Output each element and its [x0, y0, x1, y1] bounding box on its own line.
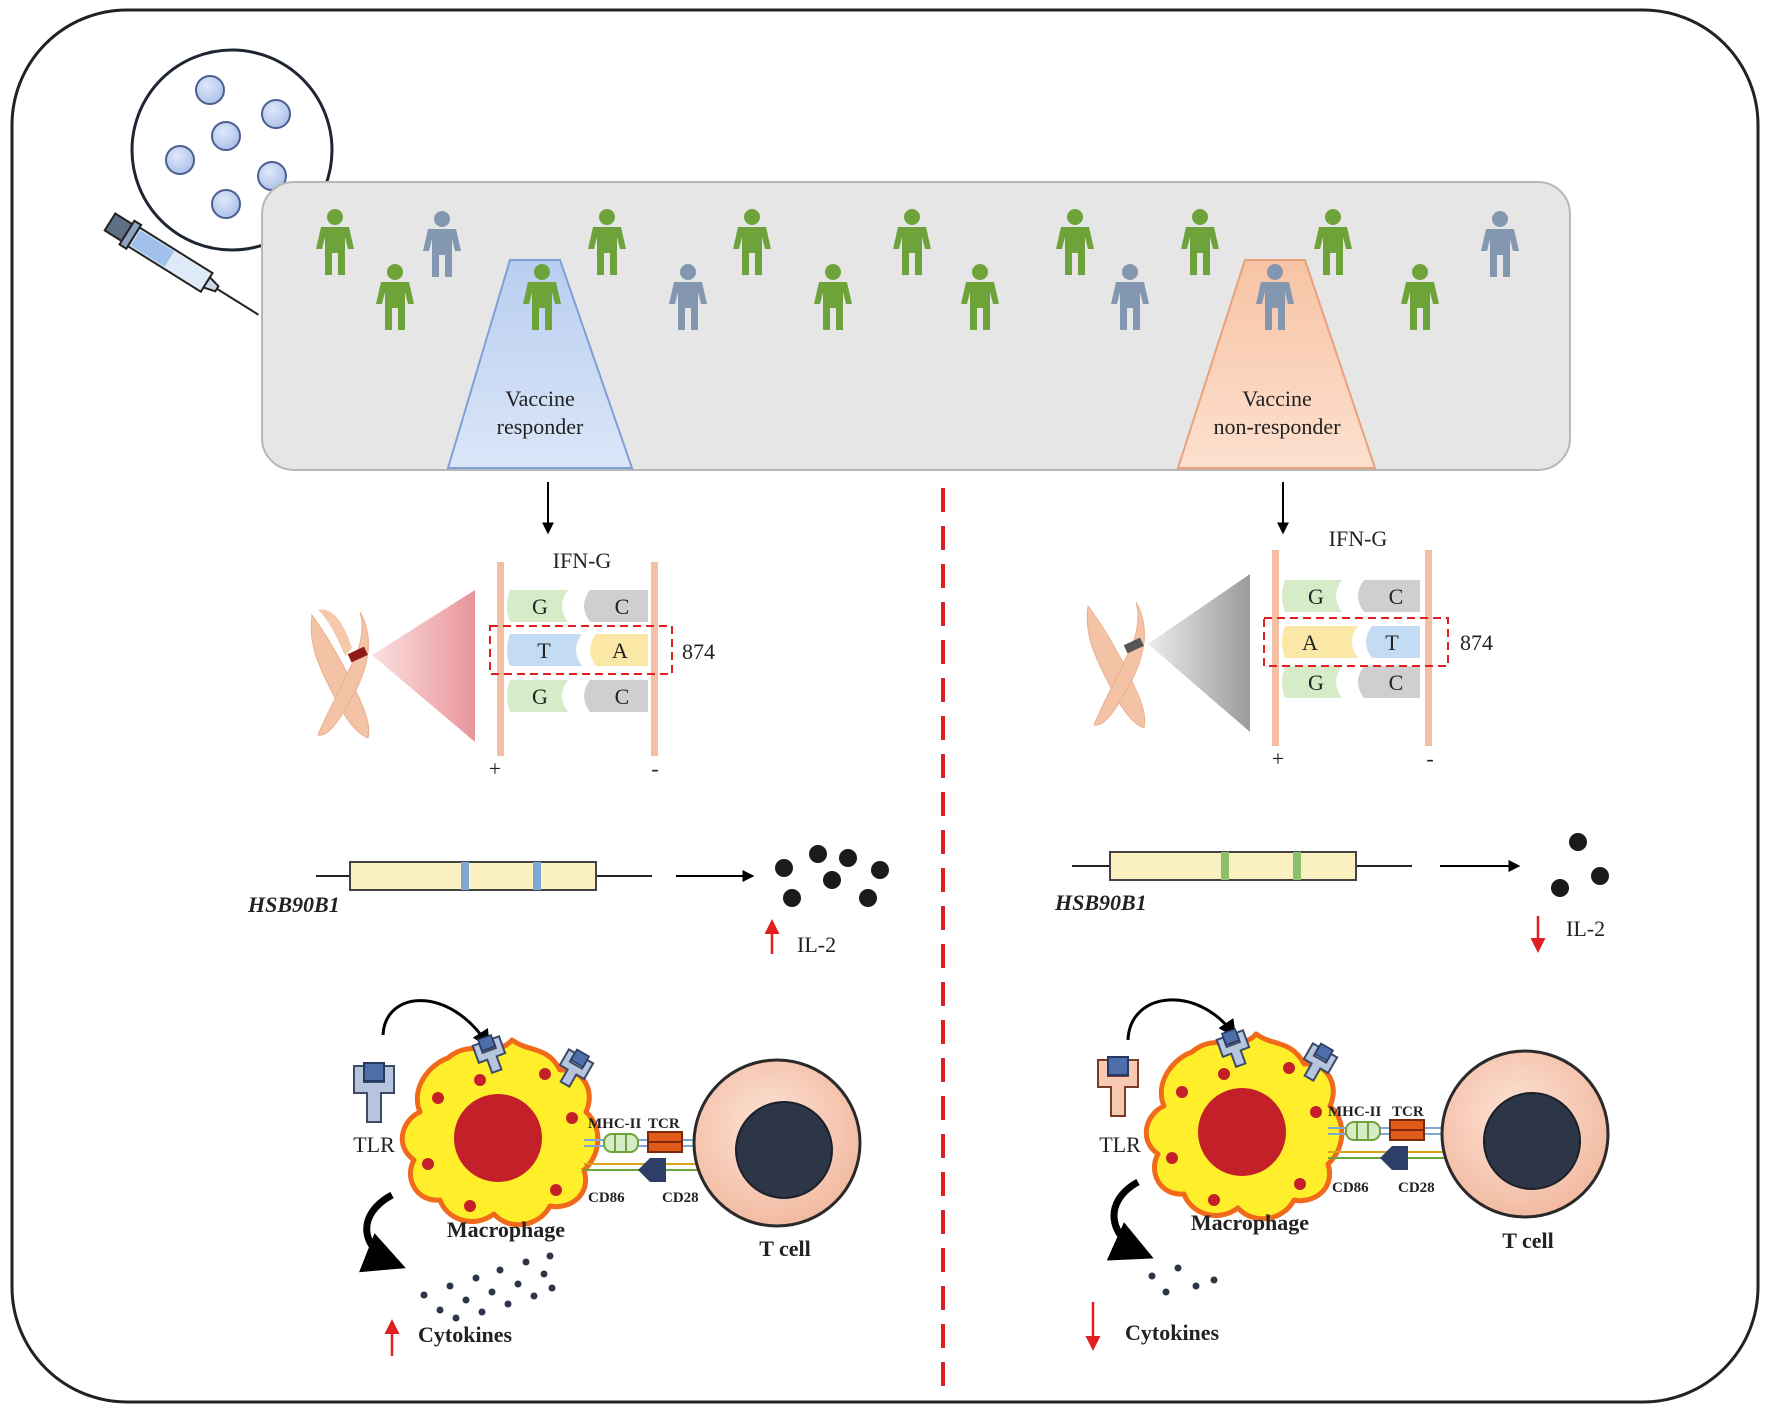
plus-strand — [497, 562, 504, 756]
nonresponder-label-line1: Vaccine — [1242, 386, 1312, 411]
chromosome-icon — [1086, 601, 1146, 729]
activation-arrow — [381, 999, 490, 1049]
snp-highlight-box — [1263, 617, 1449, 667]
strand-minus-label: - — [1426, 746, 1433, 771]
left-gene-title: IFN-G — [553, 548, 612, 573]
syringe-icon — [103, 212, 259, 316]
cd86-label: CD86 — [1332, 1180, 1369, 1196]
snp-highlight-box — [489, 625, 673, 675]
svg-text:G: G — [532, 594, 548, 619]
base-pair: G C — [507, 590, 648, 622]
il2-molecules — [1551, 833, 1609, 897]
macrophage-icon — [399, 1033, 601, 1228]
strand-plus-label: + — [489, 756, 501, 781]
cytokines-label: Cytokines — [418, 1322, 513, 1347]
gene-diagram — [1072, 851, 1412, 881]
svg-text:C: C — [1389, 670, 1404, 695]
svg-text:T: T — [1385, 630, 1399, 655]
tcell-label: T cell — [1502, 1228, 1554, 1253]
tcell-label: T cell — [759, 1236, 811, 1261]
gene-name: HSB90B1 — [1054, 890, 1147, 915]
snp-position: 874 — [682, 639, 715, 664]
svg-text:G: G — [532, 684, 548, 709]
zoom-triangle — [1148, 574, 1250, 732]
mhc-label: MHC-II — [588, 1116, 641, 1132]
svg-text:A: A — [612, 638, 628, 663]
tcr-label: TCR — [1392, 1104, 1424, 1120]
immune-synapse — [1328, 1119, 1450, 1170]
minus-strand — [651, 562, 658, 756]
responder-label-line1: Vaccine — [505, 386, 575, 411]
macrophage-label: Macrophage — [1191, 1210, 1309, 1235]
t-cell-icon — [692, 1058, 862, 1228]
cytokine-label: IL-2 — [797, 932, 836, 957]
mhc-label: MHC-II — [1328, 1104, 1381, 1120]
base-pair: G C — [1282, 666, 1420, 698]
left-panel: IFN-G G C T A G C — [247, 482, 889, 1356]
macrophage-label: Macrophage — [447, 1217, 565, 1242]
cd28-label: CD28 — [1398, 1180, 1435, 1196]
population-panel — [261, 181, 1571, 471]
base-pair: G C — [1282, 580, 1420, 612]
gene-name: HSB90B1 — [247, 892, 340, 917]
gene-diagram — [316, 861, 652, 891]
activation-arrow — [1126, 998, 1237, 1041]
t-cell-icon — [1440, 1049, 1610, 1219]
svg-text:G: G — [1308, 584, 1324, 609]
base-pair-snp: T A — [507, 634, 648, 666]
cytokine-dots — [420, 1252, 556, 1322]
snp-position: 874 — [1460, 630, 1493, 655]
cd28-label: CD28 — [662, 1190, 699, 1206]
cd86-label: CD86 — [588, 1190, 625, 1206]
tlr-receptor-icon — [353, 1062, 395, 1123]
nonresponder-highlight: Vaccine non-responder — [1176, 259, 1377, 469]
macrophage-icon — [1143, 1027, 1345, 1222]
responder-label-line2: responder — [497, 414, 584, 439]
svg-text:C: C — [1389, 584, 1404, 609]
cytokine-label: IL-2 — [1566, 916, 1605, 941]
svg-text:A: A — [1302, 630, 1318, 655]
plus-strand — [1272, 550, 1279, 746]
nonresponder-label-line2: non-responder — [1213, 414, 1341, 439]
right-gene-title: IFN-G — [1329, 526, 1388, 551]
cytokines-label: Cytokines — [1125, 1320, 1220, 1345]
minus-strand — [1425, 550, 1432, 746]
il2-molecules — [775, 845, 889, 907]
svg-text:G: G — [1308, 670, 1324, 695]
tlr-label: TLR — [1099, 1132, 1141, 1157]
tcr-label: TCR — [648, 1116, 680, 1132]
strand-plus-label: + — [1272, 746, 1284, 771]
svg-text:C: C — [615, 684, 630, 709]
immune-synapse — [584, 1131, 706, 1182]
secretion-arrow — [1106, 1178, 1154, 1261]
strand-minus-label: - — [651, 756, 658, 781]
tlr-receptor-icon — [1097, 1056, 1139, 1117]
zoom-triangle — [372, 590, 475, 742]
cytokine-dots — [1148, 1264, 1218, 1296]
svg-text:T: T — [537, 638, 551, 663]
base-pair-snp: A T — [1282, 626, 1420, 658]
right-panel: IFN-G G C A T G C 874 + — [1054, 482, 1610, 1351]
secretion-arrow — [359, 1191, 406, 1273]
chromosome-icon — [310, 609, 370, 739]
responder-highlight: Vaccine responder — [446, 259, 634, 469]
base-pair: G C — [507, 680, 648, 712]
svg-text:C: C — [615, 594, 630, 619]
tlr-label: TLR — [353, 1132, 395, 1157]
